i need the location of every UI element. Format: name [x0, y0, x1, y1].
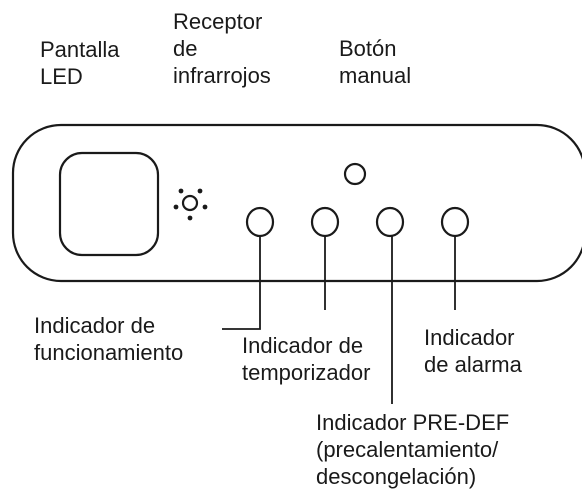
- alarm-indicator-light: [440, 206, 470, 238]
- led-display-label: Pantalla LED: [40, 37, 126, 89]
- timer-indicator-label: Indicador de temporizador: [242, 333, 370, 385]
- manual-button: [343, 162, 367, 186]
- timer-indicator-light: [310, 206, 340, 238]
- led-display: [58, 151, 160, 257]
- alarm-indicator-label: Indicador de alarma: [424, 325, 523, 377]
- operation-indicator-label: Indicador de funcionamiento: [34, 313, 183, 365]
- operation-indicator-leader: [222, 236, 261, 330]
- ir-receiver-icon: [173, 188, 208, 221]
- control-panel-body: [11, 123, 582, 283]
- manual-button-label: Botón manual: [339, 36, 411, 88]
- predef-indicator-label: Indicador PRE-DEF (precalentamiento/ des…: [316, 410, 515, 489]
- predef-indicator-light: [375, 206, 405, 238]
- ir-receiver-label: Receptor de infrarrojos: [173, 9, 271, 88]
- operation-indicator-light: [245, 206, 275, 238]
